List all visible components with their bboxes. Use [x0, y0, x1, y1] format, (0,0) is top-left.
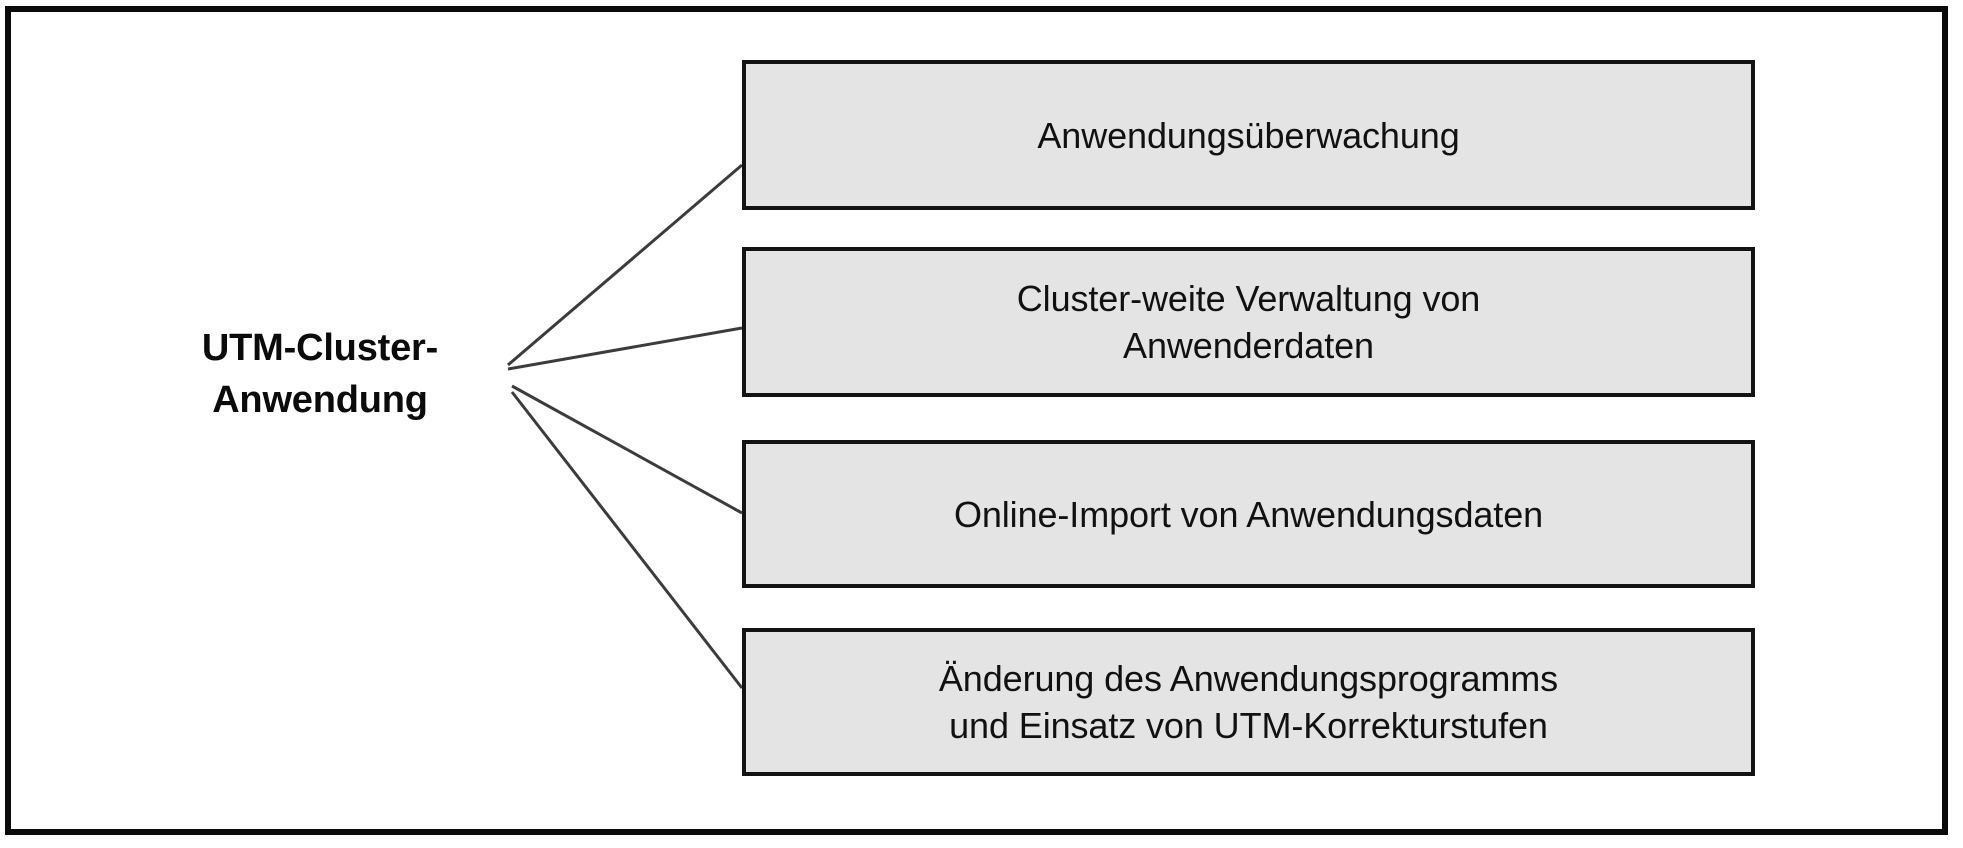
leaf-box-label: Anwendungsüberwachung	[1037, 114, 1460, 156]
root-node-label: UTM-Cluster- Anwendung	[201, 327, 439, 421]
leaf-box-aenderung-anwendungsprogramm: Änderung des Anwendungsprogramms und Ein…	[742, 628, 1755, 776]
leaf-box-label: Online-Import von Anwendungsdaten	[953, 493, 1544, 535]
leaf-box-cluster-weite-verwaltung: Cluster-weite Verwaltung von Anwenderdat…	[742, 247, 1755, 397]
leaf-box-online-import: Online-Import von Anwendungsdaten	[742, 440, 1755, 588]
leaf-box-label: Änderung des Anwendungsprogramms und Ein…	[938, 658, 1559, 746]
leaf-box-label: Cluster-weite Verwaltung von Anwenderdat…	[1016, 278, 1481, 366]
leaf-box-anwendungsueberwachung: Anwendungsüberwachung	[742, 60, 1755, 210]
